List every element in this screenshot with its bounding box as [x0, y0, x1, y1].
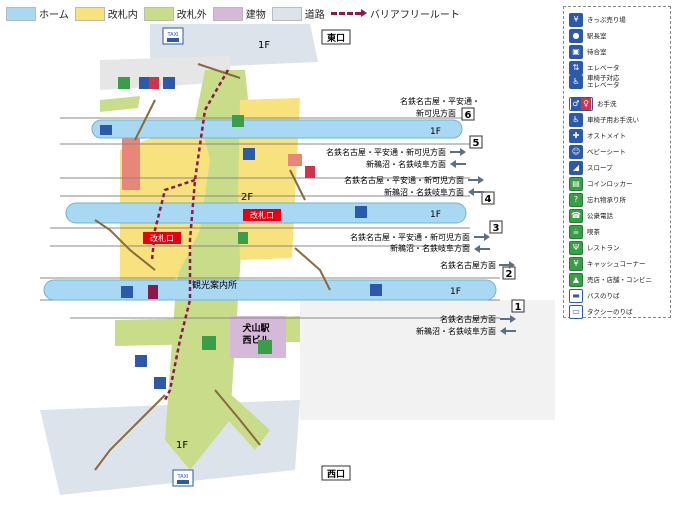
bus-icon: ▬	[569, 289, 583, 303]
svg-text:2: 2	[506, 269, 513, 280]
taxi-stand-west: TAXI	[172, 469, 194, 487]
svg-text:新鵜沼・名鉄岐阜方面: 新鵜沼・名鉄岐阜方面	[390, 243, 470, 253]
key-cafe: ☕喫茶	[569, 225, 600, 239]
key-station-master: ●駅長室	[569, 29, 607, 43]
station-master-icon: ●	[569, 29, 583, 43]
key-phone: ☎公衆電話	[569, 209, 613, 223]
taxi-icon: ▭	[569, 305, 583, 319]
legend-item-barrier-free-route: バリアフリールート	[330, 6, 460, 21]
baby-seat-icon: ☺	[569, 145, 583, 159]
platform-label-3: 1F	[450, 287, 461, 297]
platform-label-1: 1F	[430, 127, 441, 137]
svg-text:改札口: 改札口	[250, 210, 274, 220]
info-center-label: 観光案内所	[192, 279, 237, 291]
restroom-icon: ♂♀	[569, 97, 593, 111]
ticket-icon: ¥	[569, 13, 583, 27]
barrier-free-route	[163, 69, 230, 401]
key-atm: ¥キャッシュコーナー	[569, 257, 646, 271]
svg-text:新鵜沼・名鉄岐阜方面: 新鵜沼・名鉄岐阜方面	[384, 187, 464, 197]
key-waiting-room: ▣待合室	[569, 45, 607, 59]
svg-text:名鉄名古屋方面: 名鉄名古屋方面	[440, 314, 496, 324]
legend-item-outside-gate: 改札外	[143, 6, 207, 21]
svg-text:改札口: 改札口	[150, 233, 174, 243]
icon-key-panel: ¥きっぷ売り場 ●駅長室 ▣待合室 ⇅エレベータ ♿車椅子対応エレベータ ♂♀お…	[563, 6, 671, 319]
direction-labels: 名鉄名古屋・平安通・ 新可児方面 6 名鉄名古屋・平安通・新可児方面 新鵜沼・名…	[326, 96, 525, 336]
direction-arrows	[450, 148, 516, 335]
svg-text:3: 3	[493, 223, 500, 234]
map-facility-icons	[100, 77, 382, 389]
svg-text:新鵜沼・名鉄岐阜方面: 新鵜沼・名鉄岐阜方面	[366, 159, 446, 169]
svg-text:名鉄名古屋・平安通・新可児方面: 名鉄名古屋・平安通・新可児方面	[344, 175, 464, 185]
platform-label-2: 1F	[430, 210, 441, 220]
gate-main: 改札口	[243, 209, 281, 221]
stairs	[94, 63, 331, 471]
key-lost-and-found: ?忘れ物承り所	[569, 193, 626, 207]
floor-label-concourse: 2F	[241, 192, 253, 203]
atm-icon: ¥	[569, 257, 583, 271]
ostomate-icon: ✚	[569, 129, 583, 143]
waiting-room-icon: ▣	[569, 45, 583, 59]
key-elevator: ⇅エレベータ	[569, 61, 620, 75]
legend-item-inside-gate: 改札内	[74, 6, 138, 21]
svg-text:新可児方面: 新可児方面	[416, 108, 456, 118]
restaurant-icon: Ψ	[569, 241, 583, 255]
slope-icon: ◢	[569, 161, 583, 175]
key-accessible-restroom: ♿車椅子用お手洗い	[569, 113, 639, 127]
legend-item-building: 建物	[212, 6, 266, 21]
gate-sub: 改札口	[143, 232, 181, 244]
key-baby-seat: ☺ベビーシート	[569, 145, 626, 159]
svg-text:名鉄名古屋・平安通・新可児方面: 名鉄名古屋・平安通・新可児方面	[326, 147, 446, 157]
roads	[40, 24, 555, 495]
svg-text:4: 4	[485, 194, 492, 205]
elevator-icon: ⇅	[569, 61, 583, 75]
key-taxi: ▭タクシーのりば	[569, 305, 633, 319]
wheelchair-elevator-icon: ♿	[569, 75, 583, 89]
key-wheelchair-elevator: ♿車椅子対応エレベータ	[569, 75, 620, 89]
key-restroom: ♂♀お手洗	[569, 97, 617, 111]
lost-and-found-icon: ?	[569, 193, 583, 207]
legend-item-road: 道路	[271, 6, 325, 21]
west-exit[interactable]: 西口	[321, 465, 351, 481]
shop-icon: ▲	[569, 273, 583, 287]
key-slope: ◢スロープ	[569, 161, 613, 175]
east-exit[interactable]: 東口	[321, 29, 351, 45]
key-ostomate: ✚オストメイト	[569, 129, 626, 143]
svg-text:5: 5	[473, 138, 480, 149]
key-ticket: ¥きっぷ売り場	[569, 13, 626, 27]
svg-text:1: 1	[515, 302, 522, 313]
key-shop: ▲売店・店舗・コンビニ	[569, 273, 652, 287]
svg-text:東口: 東口	[327, 32, 345, 44]
svg-text:6: 6	[465, 110, 472, 121]
svg-text:TAXI: TAXI	[167, 32, 179, 38]
legend-item-platform: ホーム	[6, 6, 69, 21]
svg-text:新鵜沼・名鉄岐阜方面: 新鵜沼・名鉄岐阜方面	[416, 326, 496, 336]
svg-text:TAXI: TAXI	[177, 474, 189, 480]
cafe-icon: ☕	[569, 225, 583, 239]
floor-label-lower: 1F	[176, 440, 188, 451]
legend: ホーム 改札内 改札外 建物 道路 バリアフリールート	[6, 6, 460, 21]
station-office-block	[122, 130, 140, 190]
svg-text:西口: 西口	[327, 469, 345, 480]
phone-icon: ☎	[569, 209, 583, 223]
accessible-restroom-icon: ♿	[569, 113, 583, 127]
svg-text:名鉄名古屋方面: 名鉄名古屋方面	[440, 260, 496, 270]
taxi-stand-east: TAXI	[162, 27, 184, 45]
key-coin-locker: ▤コインロッカー	[569, 177, 633, 191]
key-bus: ▬バスのりば	[569, 289, 620, 303]
svg-text:名鉄名古屋・平安通・: 名鉄名古屋・平安通・	[400, 96, 480, 106]
coin-locker-icon: ▤	[569, 177, 583, 191]
floor-label-upper: 1F	[258, 40, 270, 51]
building-label: 犬山駅	[241, 322, 270, 334]
svg-text:名鉄名古屋・平安通・新可児方面: 名鉄名古屋・平安通・新可児方面	[350, 232, 470, 242]
